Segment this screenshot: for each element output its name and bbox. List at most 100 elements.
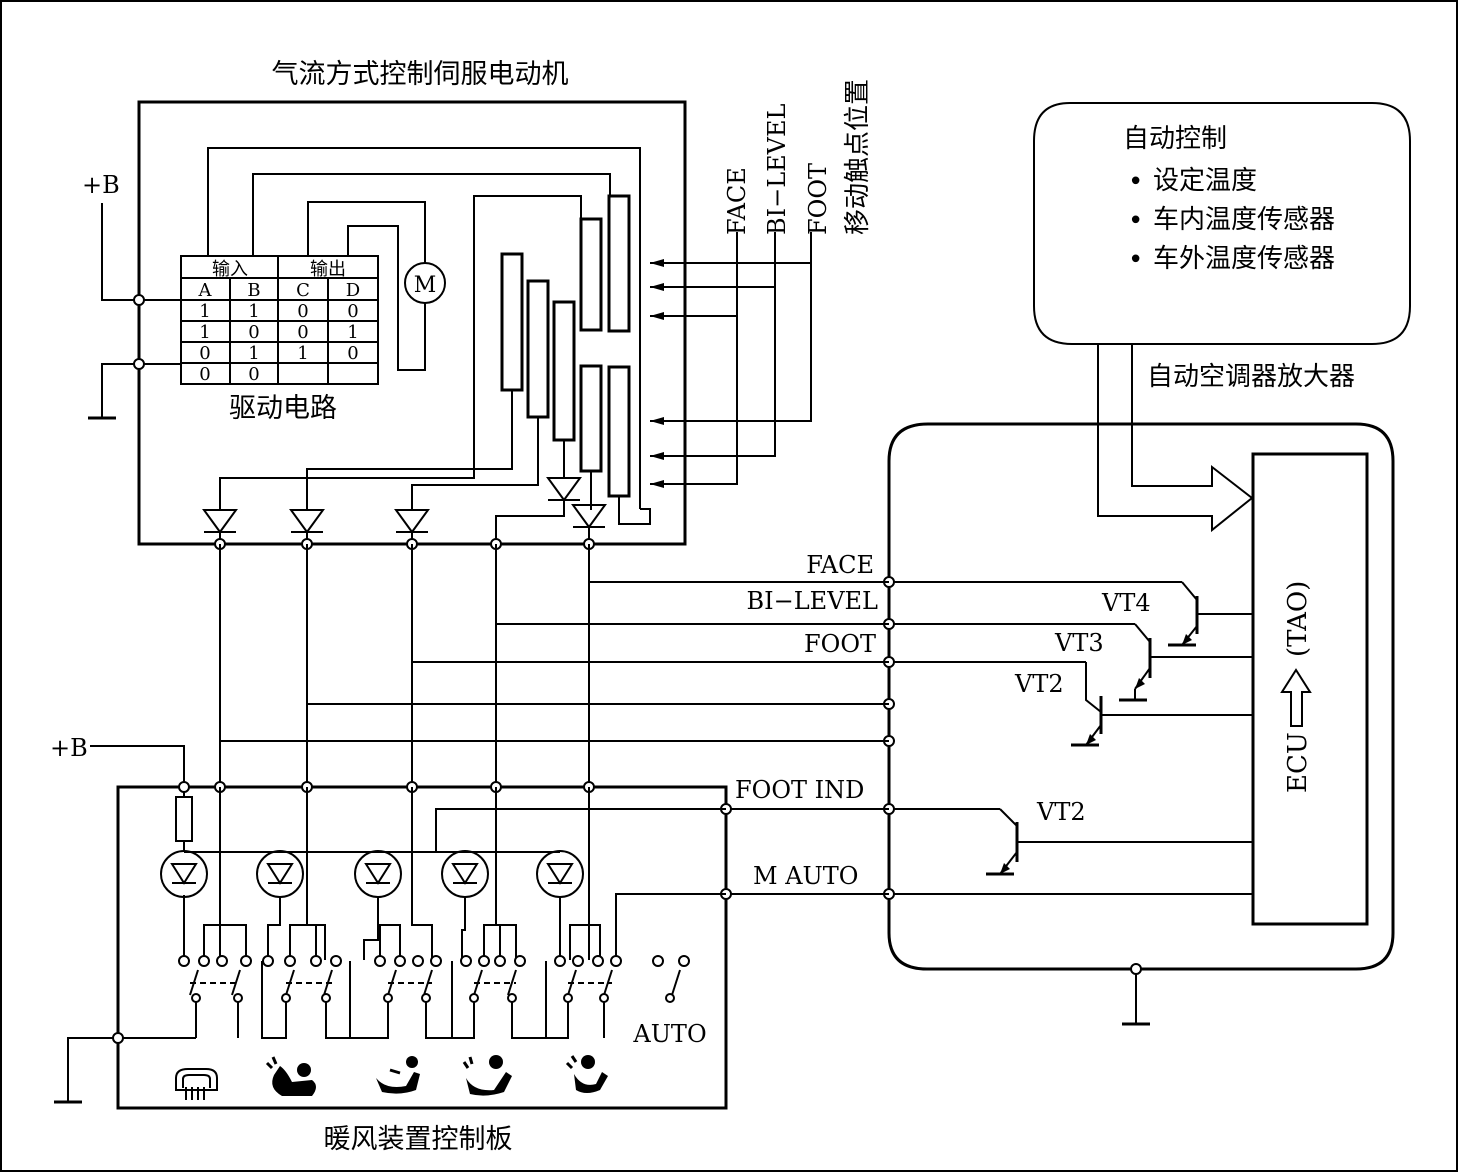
up-arrow-icon	[1280, 668, 1312, 727]
led-indicator	[536, 850, 584, 898]
ground-wire	[101, 363, 181, 418]
table-cell: 0	[347, 343, 358, 364]
motor-symbol-label: M	[414, 273, 437, 298]
table-cell: 0	[297, 301, 308, 322]
motor-wire-bottom	[347, 225, 426, 371]
bar-wire	[306, 390, 513, 510]
switch-feed-wires	[203, 787, 726, 960]
signal-label-bilevel: BI−LEVEL	[747, 587, 879, 615]
vertical-label-bilevel: BI−LEVEL	[763, 103, 791, 235]
table-cell: 0	[248, 322, 259, 343]
mode-switch-1[interactable]	[178, 955, 252, 1038]
panel-label: 暖风装置控制板	[324, 1124, 513, 1155]
plus-b-label: +B	[82, 171, 120, 199]
bar-wire	[411, 417, 539, 510]
mode-switches	[178, 955, 690, 1039]
amplifier-box	[887, 422, 1395, 971]
vt2-label-b: VT2	[1036, 798, 1086, 826]
position-labels: FACE BI−LEVEL FOOT 移动触点位置	[650, 79, 873, 488]
vertical-label-moving-contact: 移动触点位置	[843, 79, 873, 235]
table-header: B	[247, 280, 260, 301]
servo-motor-title: 气流方式控制伺服电动机	[272, 59, 569, 90]
contact-bar	[579, 217, 603, 332]
bullet: •	[1128, 245, 1143, 275]
diode-5	[571, 504, 607, 529]
plus-b-wire	[101, 203, 181, 301]
face-signal-line	[650, 232, 738, 485]
contact-bar	[500, 252, 524, 392]
terminal-dot	[133, 294, 145, 306]
auto-switch[interactable]	[652, 955, 690, 1003]
table-header: A	[198, 280, 213, 301]
table-cell: 0	[199, 343, 210, 364]
vt3-label: VT3	[1054, 629, 1104, 657]
contact-bar	[607, 365, 631, 498]
tao-label: (TAO)	[1283, 581, 1313, 657]
vertical-label-foot: FOOT	[804, 163, 832, 235]
panel-box	[116, 785, 728, 1110]
mode-switch-3[interactable]	[350, 955, 453, 1039]
bullet: •	[1128, 167, 1143, 197]
table-cell: 1	[199, 322, 210, 343]
diode-3	[394, 509, 430, 534]
box-terminals	[214, 538, 595, 550]
led-indicator	[160, 850, 208, 898]
input-b-wire	[252, 173, 611, 256]
terminal-dot	[133, 358, 145, 370]
table-group-output: 输出	[310, 259, 346, 280]
contact-bars	[500, 194, 631, 498]
defrost-icon	[175, 1068, 218, 1100]
foot-defrost-mode-icon	[565, 1055, 608, 1093]
table-cell: 1	[248, 343, 259, 364]
vt2-label: VT2	[1014, 670, 1064, 698]
auto-control-item: 车外温度传感器	[1153, 244, 1335, 274]
auto-control-box: 自动控制 • • • 设定温度 车内温度传感器 车外温度传感器	[1033, 102, 1411, 345]
auto-control-item: 设定温度	[1153, 166, 1257, 196]
contact-bar	[579, 364, 603, 473]
foot-mode-icon	[462, 1055, 512, 1096]
amplifier-unit: ECU (TAO) VT4 VT3	[883, 422, 1395, 1026]
ecu-box	[1251, 452, 1369, 926]
diodes	[202, 477, 607, 534]
foot-signal-line	[650, 232, 812, 422]
driver-circuit-label: 驱动电路	[229, 393, 337, 424]
diode-4	[546, 477, 582, 502]
led-indicator	[256, 850, 304, 898]
diode-4-output	[495, 500, 565, 544]
panel-plus-b-label: +B	[50, 734, 88, 762]
auto-label: AUTO	[632, 1020, 706, 1048]
table-cell: 0	[347, 301, 358, 322]
table-header: D	[346, 280, 360, 301]
table-cell: 1	[347, 322, 358, 343]
table-cell: 0	[248, 364, 259, 385]
table-cell: 1	[297, 343, 308, 364]
table-group-input: 输入	[212, 259, 248, 280]
mode-switch-5[interactable]	[546, 955, 622, 1039]
servo-motor-unit: 气流方式控制伺服电动机 +B 输入 输出 A B C D	[82, 59, 687, 550]
transistor-vt4: VT4	[889, 581, 1253, 647]
bullet: •	[1128, 206, 1143, 236]
diode-1	[202, 509, 238, 534]
vt4-label: VT4	[1101, 589, 1151, 617]
transistor-vt2-b: VT2	[889, 798, 1253, 876]
bilevel-signal-line	[650, 232, 776, 457]
indicator-leds	[160, 850, 584, 898]
led-indicator	[441, 850, 489, 898]
table-cell: 0	[297, 322, 308, 343]
panel-ground-wire	[67, 1037, 196, 1102]
contact-bar	[526, 279, 550, 419]
transistor-vt3: VT3	[889, 623, 1253, 702]
auto-control-title: 自动控制	[1123, 124, 1227, 154]
table-cell: 0	[199, 364, 210, 385]
resistor	[175, 796, 193, 842]
mode-switch-2[interactable]	[261, 955, 351, 1039]
led-indicator	[354, 850, 402, 898]
table-cell: 1	[199, 301, 210, 322]
ecu-label: ECU	[1283, 732, 1313, 793]
motor-wire-top	[307, 201, 426, 256]
table-cell: 1	[248, 301, 259, 322]
mode-switch-4[interactable]	[452, 955, 547, 1039]
truth-table: 输入 输出 A B C D 1 1 0 0 1 0 0 1 0 1 1 0 0 …	[180, 255, 379, 385]
